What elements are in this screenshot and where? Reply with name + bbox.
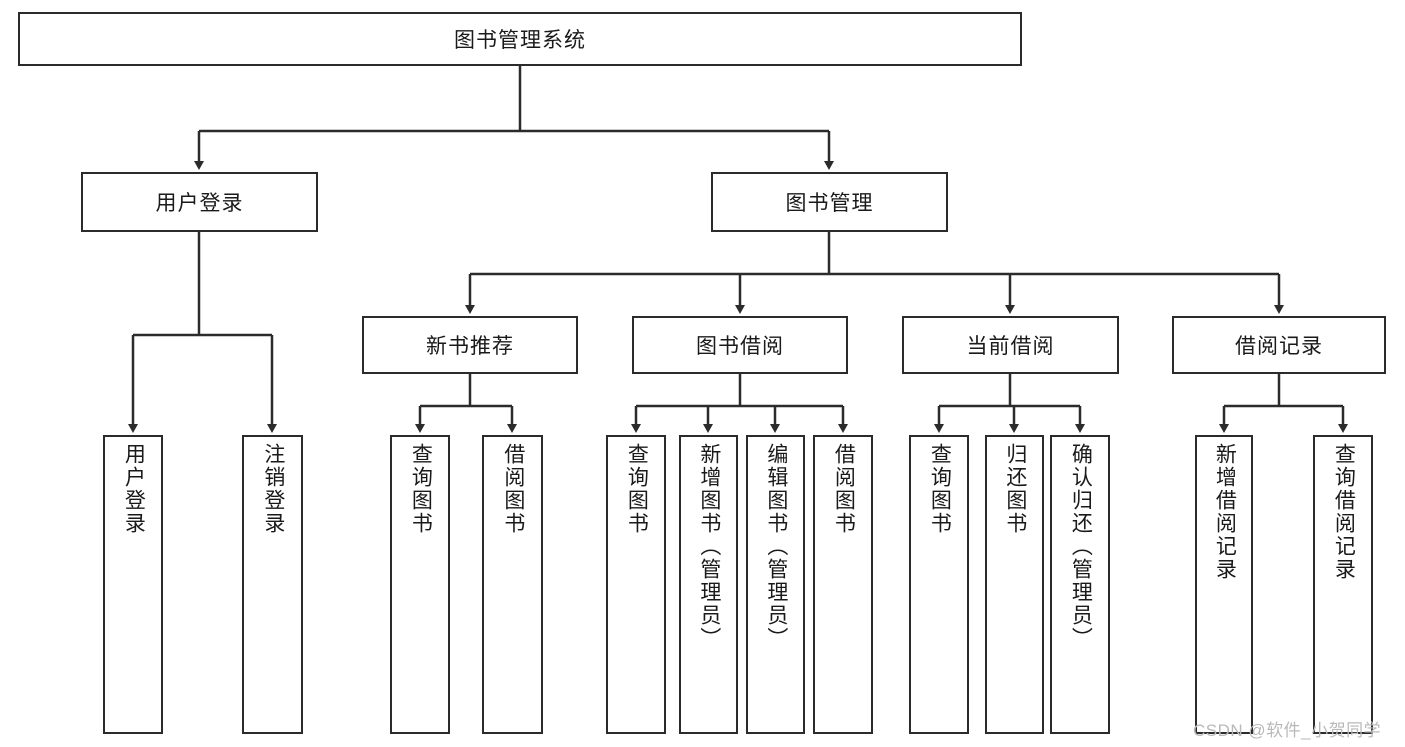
node-label: 新书推荐: [426, 335, 514, 358]
node-label: 用户登录: [155, 192, 244, 215]
node-label: 编辑图书（管理员）: [764, 443, 788, 650]
node-leaf-leaf-user-login[interactable]: 用户登录: [103, 435, 163, 734]
node-label: 借阅图书: [832, 443, 856, 535]
node-l3-book-borrow[interactable]: 图书借阅: [632, 316, 848, 374]
node-leaf-leaf-add-record[interactable]: 新增借阅记录: [1195, 435, 1253, 734]
node-label: 确认归还（管理员）: [1069, 443, 1093, 650]
node-label: 查询借阅记录: [1332, 443, 1356, 581]
node-leaf-leaf-confirm-return[interactable]: 确认归还（管理员）: [1050, 435, 1110, 734]
node-label: 图书管理系统: [454, 29, 586, 52]
node-label: 借阅图书: [501, 443, 525, 535]
node-label: 当前借阅: [966, 335, 1055, 358]
node-leaf-leaf-edit-book[interactable]: 编辑图书（管理员）: [746, 435, 805, 734]
node-leaf-leaf-query-record[interactable]: 查询借阅记录: [1313, 435, 1373, 734]
node-l3-new-book-recommend[interactable]: 新书推荐: [362, 316, 578, 374]
node-root-root[interactable]: 图书管理系统: [18, 12, 1022, 66]
node-label: 注销登录: [261, 443, 285, 535]
node-leaf-leaf-borrow-book-rec[interactable]: 借阅图书: [482, 435, 543, 734]
node-l3-borrow-record[interactable]: 借阅记录: [1172, 316, 1386, 374]
node-leaf-leaf-query-book-rec[interactable]: 查询图书: [390, 435, 450, 734]
node-leaf-leaf-query-book-borrow[interactable]: 查询图书: [606, 435, 666, 734]
node-label: 查询图书: [625, 443, 649, 535]
node-l2-user-login[interactable]: 用户登录: [81, 172, 318, 232]
node-l3-current-borrow[interactable]: 当前借阅: [902, 316, 1119, 374]
node-leaf-leaf-return-book[interactable]: 归还图书: [985, 435, 1044, 734]
node-leaf-leaf-add-book[interactable]: 新增图书（管理员）: [679, 435, 738, 734]
csdn-watermark: CSDN @软件_小贺同学: [1193, 721, 1382, 740]
node-l2-book-manage[interactable]: 图书管理: [711, 172, 948, 232]
node-leaf-leaf-logout[interactable]: 注销登录: [242, 435, 303, 734]
node-label: 新增图书（管理员）: [697, 443, 721, 650]
node-label: 用户登录: [122, 443, 146, 535]
node-label: 借阅记录: [1235, 335, 1323, 358]
node-label: 归还图书: [1003, 443, 1027, 535]
node-label: 查询图书: [409, 443, 433, 535]
node-label: 图书管理: [785, 192, 874, 215]
node-label: 图书借阅: [696, 335, 784, 358]
node-leaf-leaf-borrow-book[interactable]: 借阅图书: [813, 435, 873, 734]
node-label: 查询图书: [928, 443, 952, 535]
node-label: 新增借阅记录: [1213, 443, 1237, 581]
node-leaf-leaf-query-book-current[interactable]: 查询图书: [909, 435, 969, 734]
